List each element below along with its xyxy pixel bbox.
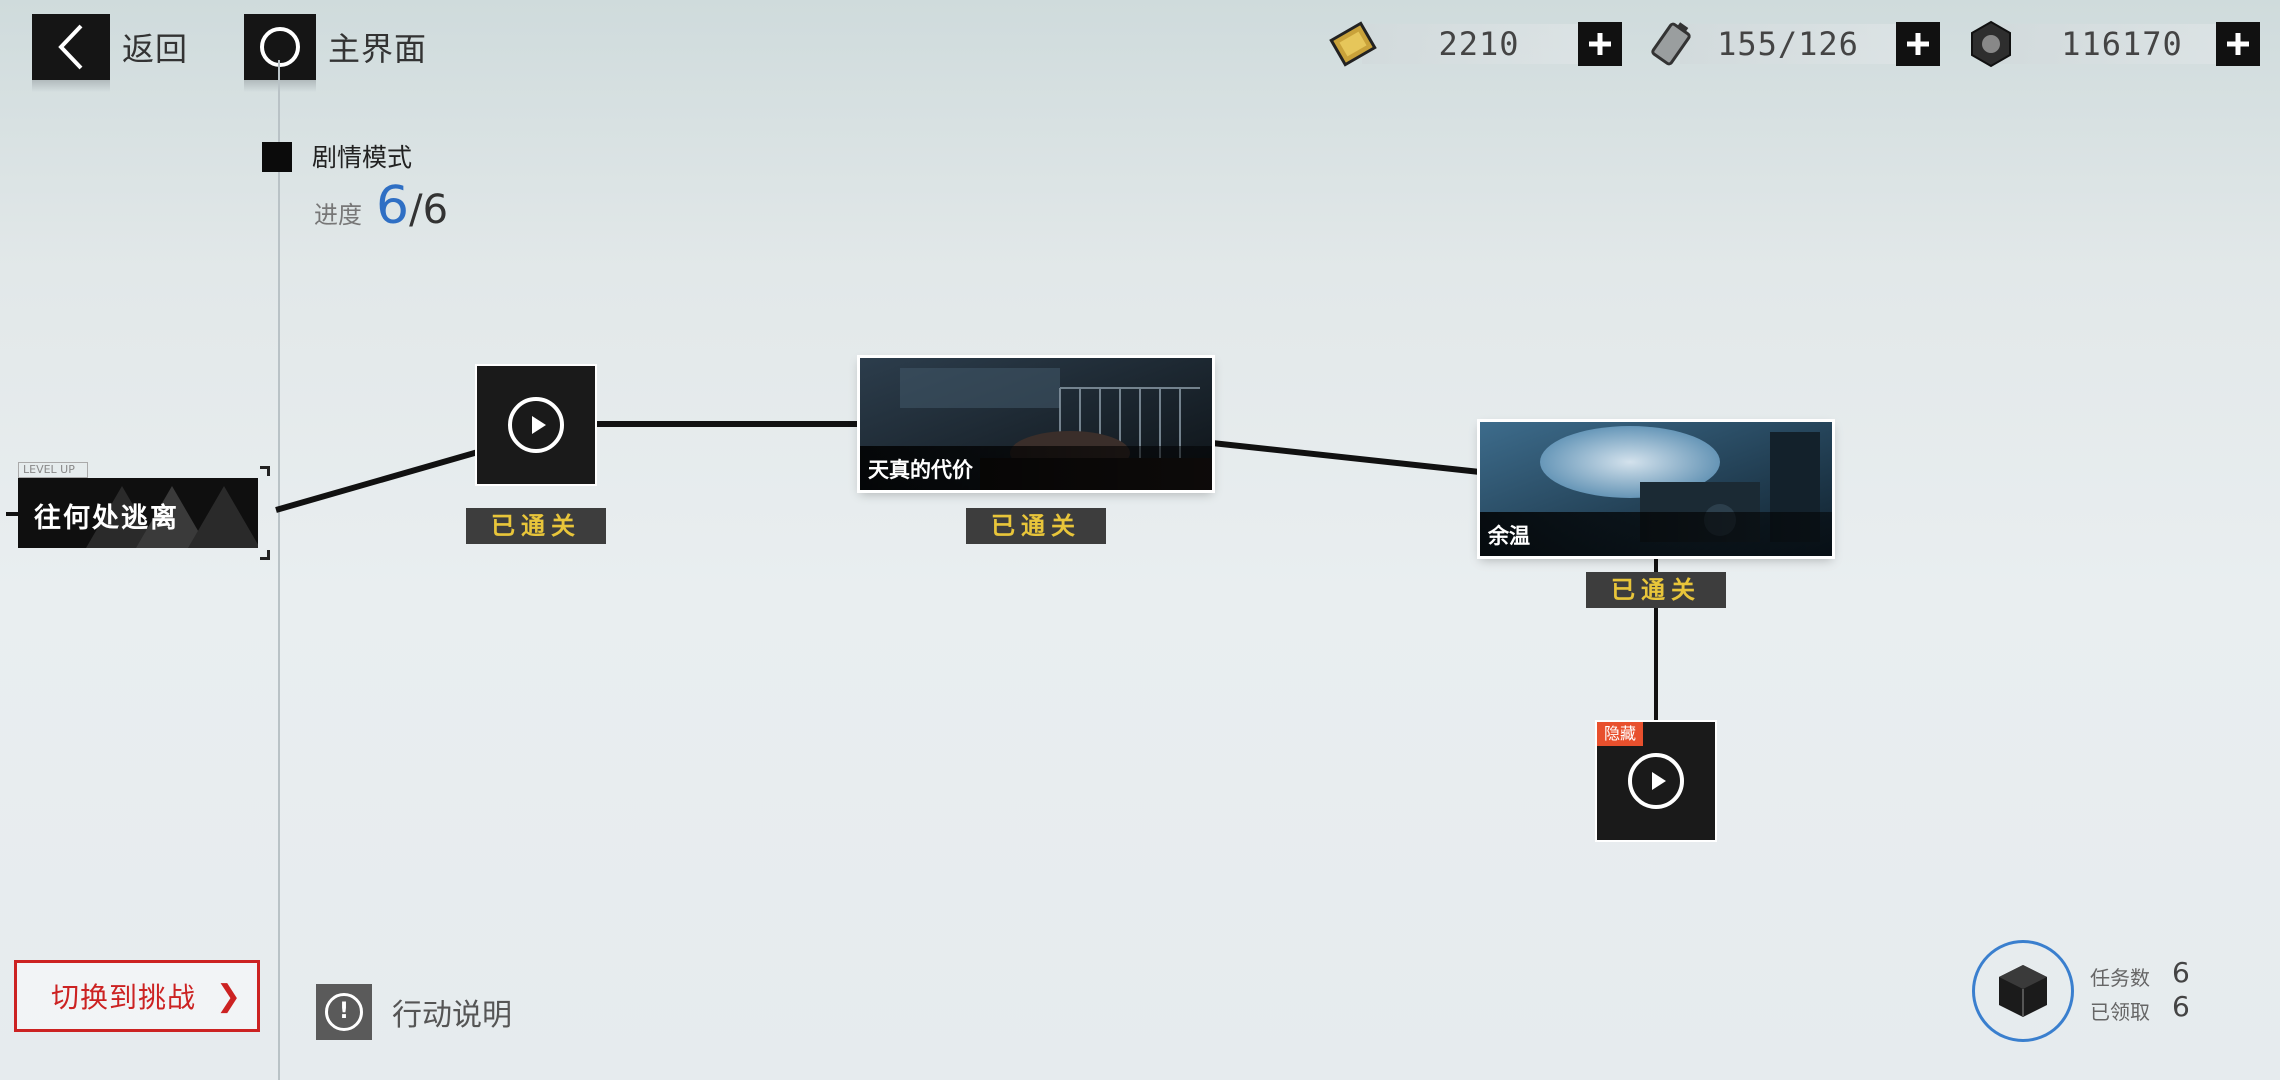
battery-icon [1640,18,1702,70]
hex-nut-value: 116170 [2061,25,2183,63]
battery-value: 155/126 [1717,25,1859,63]
add-hex-nut-button[interactable] [2216,22,2260,66]
hex-nut-icon [1960,18,2022,70]
resource-gold-ticket: 2210 [1322,18,1622,70]
progress-total: 6 [422,187,449,233]
resource-hex-nut: 116170 [1960,18,2260,70]
resource-battery: 155/126 [1640,18,1940,70]
switch-label: 切换到挑战 [51,981,197,1014]
level-up-badge: LEVEL UP [18,462,88,478]
stage-node-afterglow[interactable]: 余温 [1480,422,1832,556]
chapter-title: 往何处逃离 [34,503,179,534]
progress-separator: / [409,187,423,233]
back-label: 返回 [122,30,189,68]
stage-title-afterglow: 余温 [1488,524,1530,548]
cleared-badge-1: 已通关 [466,508,606,544]
home-circle-icon [244,14,316,92]
action-info-label: 行动说明 [392,998,512,1033]
chevron-right-icon: ❯ [216,978,242,1014]
claimed-label: 已领取 [2090,1000,2150,1024]
bracket-top [260,466,270,476]
mode-square-icon [262,142,292,172]
stage-node-naive-price[interactable]: 天真的代价 [860,358,1212,490]
back-button[interactable]: 返回 [32,14,189,92]
mission-reward-button[interactable] [1972,940,2074,1042]
cleared-badge-2: 已通关 [966,508,1106,544]
progress-label: 进度 [314,201,362,229]
gold-ticket-value: 2210 [1438,25,1520,63]
add-gold-ticket-button[interactable] [1578,22,1622,66]
hidden-tag: 隐藏 [1597,722,1643,746]
back-arrow-icon [32,14,110,92]
exclamation-icon: ! [316,984,372,1040]
stage-node-video-1[interactable] [477,366,595,484]
claimed-value: 6 [2172,990,2190,1023]
progress-indicator: 进度 6 / 6 [314,176,448,236]
mission-count-value: 6 [2172,956,2190,989]
progress-current: 6 [376,176,410,236]
left-divider [278,60,280,1080]
home-button[interactable]: 主界面 [244,14,428,92]
action-info-button[interactable]: ! 行动说明 [316,984,512,1040]
bracket-bottom [260,550,270,560]
home-label: 主界面 [328,30,428,68]
mode-title: 剧情模式 [312,143,413,172]
play-icon [1628,753,1684,809]
mission-count-label: 任务数 [2090,966,2150,990]
gold-ticket-icon [1322,18,1384,70]
stage-title-naive-price: 天真的代价 [868,458,973,482]
cleared-badge-3: 已通关 [1586,572,1726,608]
chapter-card[interactable]: 往何处逃离 [18,478,258,548]
add-battery-button[interactable] [1896,22,1940,66]
play-icon [508,397,564,453]
switch-to-challenge-button[interactable]: 切换到挑战 ❯ [14,960,260,1032]
crate-icon [1999,965,2047,1017]
